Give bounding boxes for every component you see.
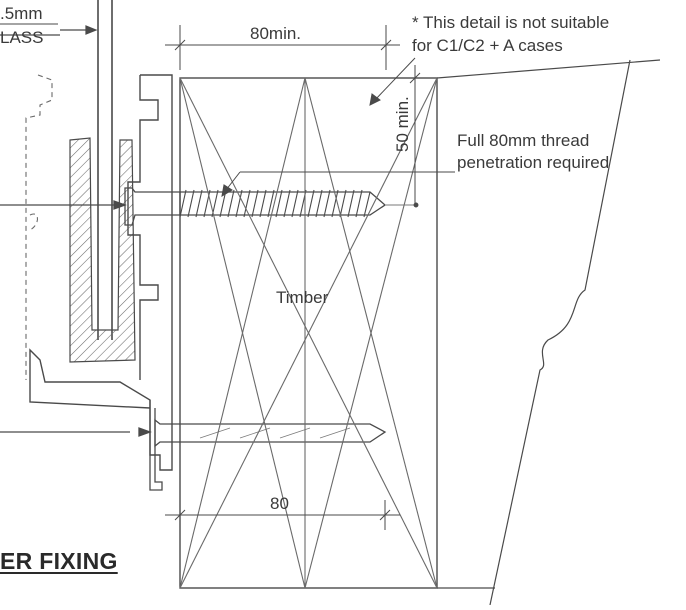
- timber-break: [436, 59, 661, 606]
- thread-note-line-2: penetration required: [457, 153, 610, 172]
- timber-block: [179, 77, 438, 589]
- glass-label: LASS: [0, 28, 44, 47]
- dim-side: [405, 65, 425, 205]
- hatched-channel: [69, 137, 136, 363]
- dashed-gasket: [25, 74, 53, 380]
- thread-leader: [221, 171, 455, 197]
- note-arrow: [369, 57, 416, 106]
- base-profile: [29, 74, 173, 471]
- glass-leader: [0, 25, 98, 36]
- timber-label: Timber: [276, 288, 329, 307]
- glass-size-label: .5mm: [0, 4, 43, 23]
- note-line-1: * This detail is not suitable: [412, 13, 610, 32]
- note-line-2: for C1/C2 + A cases: [412, 36, 563, 55]
- wood-screw: [0, 187, 419, 226]
- section-title: ER FIXING: [0, 548, 118, 574]
- glass-panel: [97, 0, 113, 340]
- dim-top-label: 80min.: [250, 24, 302, 43]
- thread-note-line-1: Full 80mm thread: [457, 131, 590, 150]
- dim-bottom-label: 80: [270, 494, 289, 513]
- dim-side-label: 50 min.: [393, 96, 412, 152]
- dim-top: [165, 25, 400, 70]
- fixing-nail: [0, 400, 387, 491]
- dim-bottom: [165, 500, 400, 530]
